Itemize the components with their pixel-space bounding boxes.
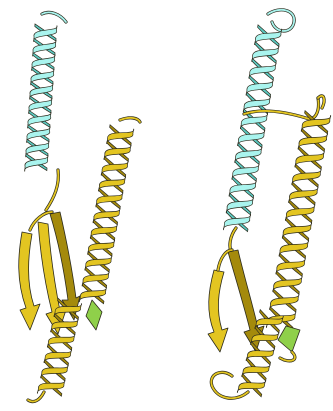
protein-structure-figure [0,0,333,411]
